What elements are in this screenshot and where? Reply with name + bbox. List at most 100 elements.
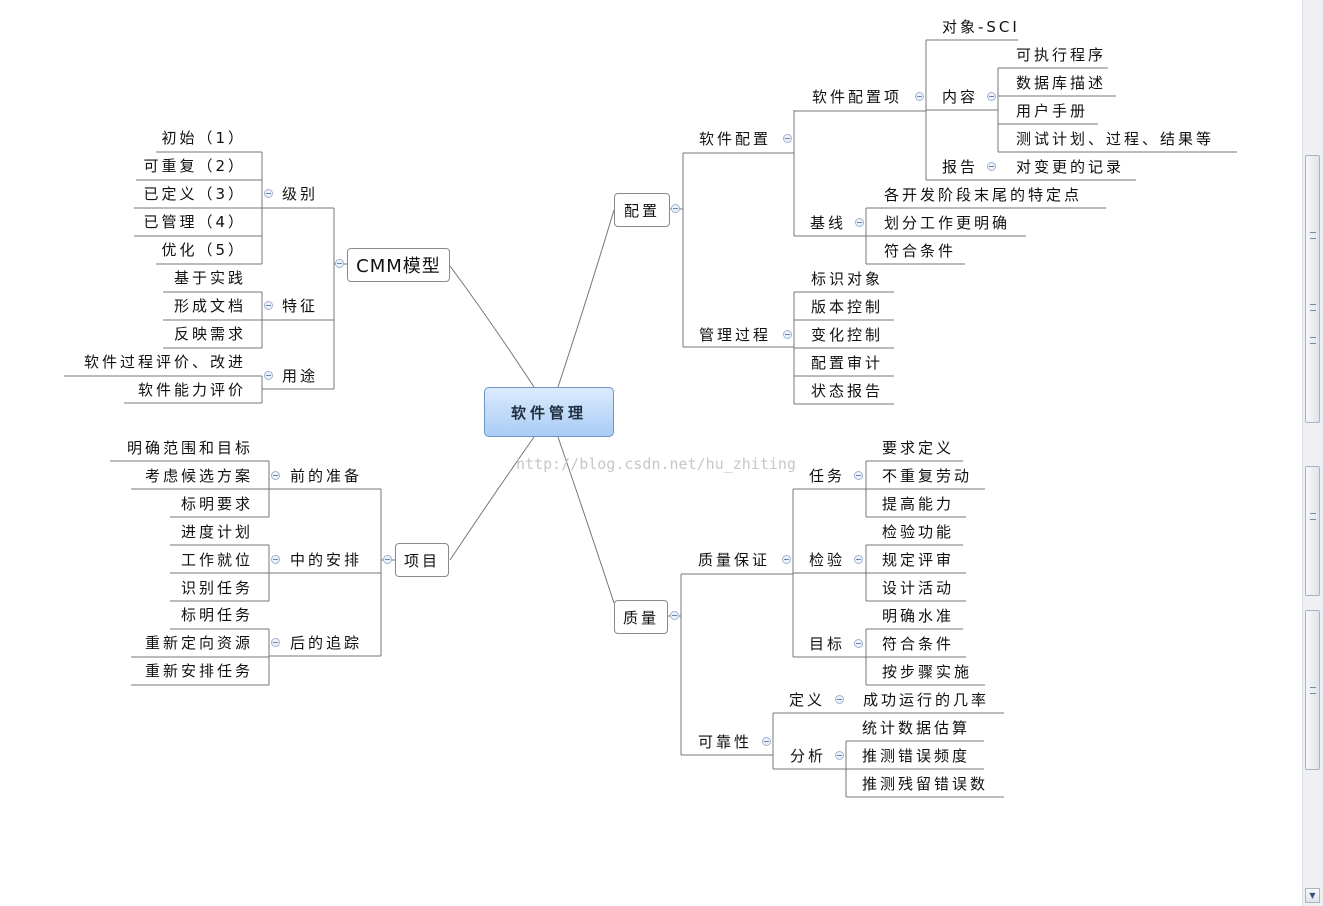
leaf-content-0[interactable]: 可执行程序 (1016, 46, 1107, 64)
leaf-check-0[interactable]: 检验功能 (882, 523, 955, 541)
topic-config[interactable]: 配置 (614, 193, 670, 227)
leaf-content-1[interactable]: 数据库描述 (1016, 74, 1107, 92)
collapse-toggle-icon[interactable] (835, 695, 844, 704)
central-topic[interactable]: 软件管理 (484, 387, 614, 437)
node-software-config[interactable]: 软件配置 (699, 130, 772, 148)
node-reliability[interactable]: 可靠性 (698, 733, 753, 751)
leaf-level-4[interactable]: 优化（5） (161, 241, 246, 259)
node-report[interactable]: 报告 (942, 158, 979, 176)
leaf-after-0[interactable]: 标明任务 (180, 606, 253, 624)
leaf-report[interactable]: 对变更的记录 (1016, 158, 1125, 176)
leaf-before-0[interactable]: 明确范围和目标 (126, 439, 253, 457)
leaf-content-3[interactable]: 测试计划、过程、结果等 (1016, 130, 1215, 148)
leaf-define[interactable]: 成功运行的几率 (863, 691, 990, 709)
collapse-toggle-icon[interactable] (335, 259, 344, 268)
collapse-toggle-icon[interactable] (671, 204, 680, 213)
collapse-toggle-icon[interactable] (271, 638, 280, 647)
node-check[interactable]: 检验 (809, 551, 846, 569)
node-feature[interactable]: 特征 (282, 297, 319, 315)
collapse-toggle-icon[interactable] (854, 639, 863, 648)
leaf-task-1[interactable]: 不重复劳动 (882, 467, 973, 485)
collapse-toggle-icon[interactable] (383, 555, 392, 564)
node-content[interactable]: 内容 (942, 88, 979, 106)
leaf-process-3[interactable]: 配置审计 (811, 354, 884, 372)
collapse-toggle-icon[interactable] (987, 162, 996, 171)
node-quality-assurance[interactable]: 质量保证 (698, 551, 771, 569)
leaf-before-1[interactable]: 考虑候选方案 (144, 467, 253, 485)
leaf-level-3[interactable]: 已管理（4） (143, 213, 246, 231)
collapse-toggle-icon[interactable] (854, 555, 863, 564)
node-usage[interactable]: 用途 (282, 367, 319, 385)
collapse-toggle-icon[interactable] (271, 471, 280, 480)
leaf-feature-2[interactable]: 反映需求 (173, 325, 246, 343)
collapse-toggle-icon[interactable] (762, 737, 771, 746)
leaf-usage-0[interactable]: 软件过程评价、改进 (83, 353, 246, 371)
collapse-toggle-icon[interactable] (783, 134, 792, 143)
leaf-task-0[interactable]: 要求定义 (882, 439, 955, 457)
scrollbar-thumb[interactable] (1305, 466, 1320, 596)
leaf-after-1[interactable]: 重新定向资源 (144, 634, 253, 652)
node-task[interactable]: 任务 (809, 467, 846, 485)
node-define[interactable]: 定义 (789, 691, 826, 709)
leaf-feature-1[interactable]: 形成文档 (173, 297, 246, 315)
collapse-toggle-icon[interactable] (782, 555, 791, 564)
leaf-process-1[interactable]: 版本控制 (811, 298, 884, 316)
grip-icon (1310, 337, 1316, 344)
collapse-toggle-icon[interactable] (670, 611, 679, 620)
leaf-process-4[interactable]: 状态报告 (811, 382, 884, 400)
scrollbar-thumb[interactable] (1305, 610, 1320, 770)
leaf-goal-1[interactable]: 符合条件 (882, 635, 955, 653)
collapse-toggle-icon[interactable] (264, 189, 273, 198)
leaf-analyze-0[interactable]: 统计数据估算 (862, 719, 971, 737)
leaf-analyze-1[interactable]: 推测错误频度 (862, 747, 971, 765)
leaf-process-2[interactable]: 变化控制 (811, 326, 884, 344)
leaf-level-1[interactable]: 可重复（2） (143, 157, 246, 175)
leaf-before-2[interactable]: 标明要求 (180, 495, 253, 513)
collapse-toggle-icon[interactable] (987, 92, 996, 101)
topic-project[interactable]: 项目 (395, 543, 449, 577)
leaf-goal-2[interactable]: 按步骤实施 (882, 663, 973, 681)
collapse-toggle-icon[interactable] (855, 218, 864, 227)
scroll-down-icon[interactable]: ▼ (1305, 888, 1320, 903)
grip-icon (1310, 687, 1316, 694)
leaf-baseline-1[interactable]: 划分工作更明确 (884, 214, 1011, 232)
collapse-toggle-icon[interactable] (264, 301, 273, 310)
node-mgmt-process[interactable]: 管理过程 (699, 326, 772, 344)
leaf-during-2[interactable]: 识别任务 (180, 579, 253, 597)
leaf-during-0[interactable]: 进度计划 (180, 523, 253, 541)
node-during[interactable]: 中的安排 (290, 551, 363, 569)
leaf-after-2[interactable]: 重新安排任务 (144, 662, 253, 680)
node-goal[interactable]: 目标 (809, 635, 846, 653)
node-config-item[interactable]: 软件配置项 (812, 88, 903, 106)
leaf-during-1[interactable]: 工作就位 (180, 551, 253, 569)
leaf-level-0[interactable]: 初始（1） (161, 129, 246, 147)
collapse-toggle-icon[interactable] (915, 92, 924, 101)
leaf-check-2[interactable]: 设计活动 (882, 579, 955, 597)
collapse-toggle-icon[interactable] (854, 471, 863, 480)
node-analyze[interactable]: 分析 (790, 747, 827, 765)
collapse-toggle-icon[interactable] (264, 371, 273, 380)
topic-quality[interactable]: 质量 (614, 600, 668, 634)
vertical-scrollbar[interactable]: ▼ (1302, 0, 1323, 906)
leaf-feature-0[interactable]: 基于实践 (173, 269, 246, 287)
node-level[interactable]: 级别 (282, 185, 319, 203)
leaf-baseline-0[interactable]: 各开发阶段末尾的特定点 (884, 186, 1083, 204)
node-baseline[interactable]: 基线 (810, 214, 847, 232)
leaf-check-1[interactable]: 规定评审 (882, 551, 955, 569)
scrollbar-thumb[interactable] (1305, 155, 1320, 423)
leaf-content-2[interactable]: 用户手册 (1016, 102, 1089, 120)
collapse-toggle-icon[interactable] (835, 751, 844, 760)
collapse-toggle-icon[interactable] (271, 555, 280, 564)
leaf-usage-1[interactable]: 软件能力评价 (137, 381, 246, 399)
node-before[interactable]: 前的准备 (290, 467, 363, 485)
leaf-analyze-2[interactable]: 推测残留错误数 (862, 775, 989, 793)
leaf-task-2[interactable]: 提高能力 (882, 495, 955, 513)
node-object-sci[interactable]: 对象-SCI (942, 18, 1020, 36)
topic-cmm[interactable]: CMM模型 (347, 248, 450, 282)
leaf-baseline-2[interactable]: 符合条件 (884, 242, 957, 260)
leaf-process-0[interactable]: 标识对象 (811, 270, 884, 288)
leaf-level-2[interactable]: 已定义（3） (143, 185, 246, 203)
node-after[interactable]: 后的追踪 (290, 634, 363, 652)
leaf-goal-0[interactable]: 明确水准 (882, 607, 955, 625)
collapse-toggle-icon[interactable] (783, 330, 792, 339)
